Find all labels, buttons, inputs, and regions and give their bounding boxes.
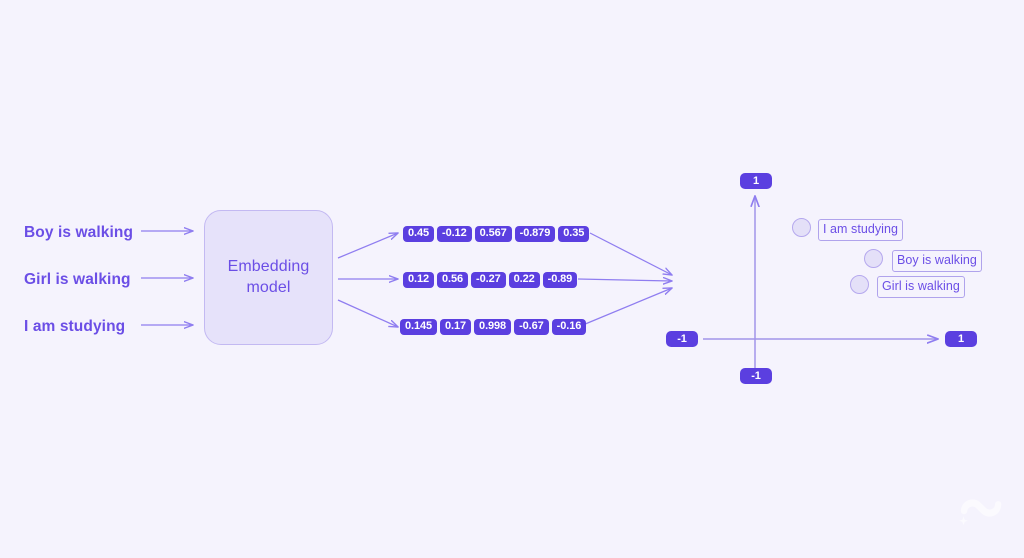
vector-value-pill: -0.67	[514, 318, 549, 335]
watermark-logo-icon	[959, 499, 1002, 526]
vector-value-pill: -0.89	[542, 271, 578, 288]
input-sentence-1: Girl is walking	[24, 271, 131, 288]
vector-value-pill: 0.17	[440, 318, 472, 335]
vector-value-pill: 0.45	[403, 225, 435, 242]
vector-value-pill: 0.145	[400, 318, 438, 335]
axis-label-x-left: -1	[666, 331, 698, 347]
scatter-label-boy-is-walking: Boy is walking	[892, 250, 982, 272]
scatter-dot-i-am-studying	[792, 218, 811, 237]
scatter-label-girl-is-walking: Girl is walking	[877, 276, 965, 298]
embedding-model-label-line1: Embedding	[227, 258, 310, 276]
axis-label-y-top: 1	[740, 173, 772, 189]
axis-label-y-bottom: -1	[740, 368, 772, 384]
input-sentence-2: I am studying	[24, 318, 126, 335]
vector-value-pill: -0.16	[551, 318, 587, 335]
vector-value-pill: -0.12	[437, 225, 472, 242]
embedding-model-label: Embedding model	[228, 257, 310, 298]
axis-label-x-right: 1	[945, 331, 977, 347]
vector-value-pill: 0.12	[403, 271, 435, 288]
vector-value-pill: 0.567	[474, 225, 512, 242]
input-sentence-0: Boy is walking	[24, 224, 134, 241]
vector-value-pill: 0.56	[437, 271, 469, 288]
vector-value-pill: 0.35	[558, 225, 590, 242]
vector-value-pill: -0.27	[471, 271, 506, 288]
embedding-model-box: Embedding model	[204, 210, 333, 345]
vector-value-pill: 0.998	[474, 318, 512, 335]
embedding-model-label-line2: model	[246, 278, 291, 296]
vector-value-pill: 0.22	[508, 271, 540, 288]
scatter-label-i-am-studying: I am studying	[818, 219, 903, 241]
vector-value-pill: -0.879	[514, 225, 556, 242]
scatter-dot-girl-is-walking	[850, 275, 869, 294]
scatter-dot-boy-is-walking	[864, 249, 883, 268]
